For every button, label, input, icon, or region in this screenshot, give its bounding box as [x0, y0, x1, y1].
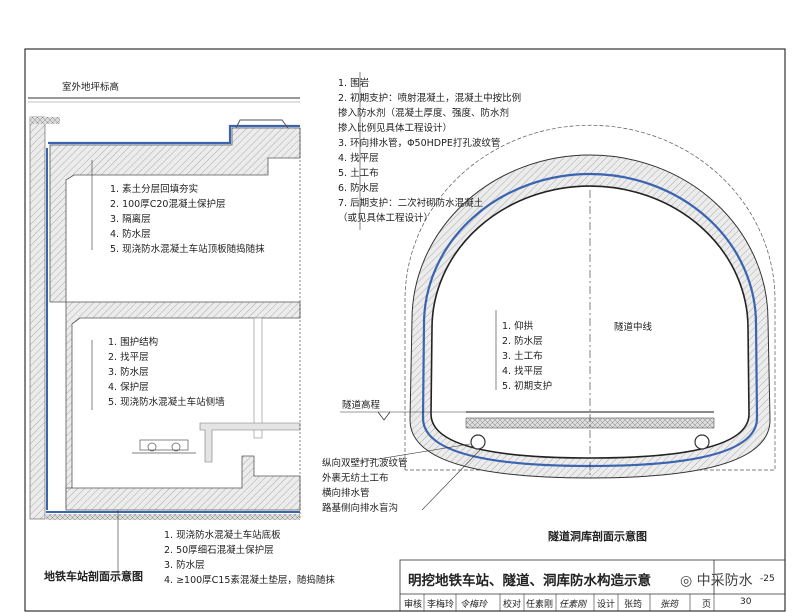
tb-signature: 任素刚: [559, 600, 587, 610]
drain-label: 外裹无纺土工布: [322, 473, 389, 484]
centerline-label: 隧道中线: [614, 322, 653, 333]
lining-layer: 3. 环向排水管，Φ50HDPE打孔波纹管: [338, 138, 501, 149]
tb-cell: 审核: [404, 600, 423, 610]
invert-layer: 3. 土工布: [502, 351, 543, 362]
drawing-code: -25: [760, 574, 775, 584]
invert-layer: 2. 防水层: [502, 336, 543, 347]
watermark: ◎ 中采防水: [680, 570, 753, 590]
lining-layer: 5. 土工布: [338, 168, 379, 179]
roof-layer: 5. 现浇防水混凝土车站顶板随捣随抹: [110, 244, 265, 255]
roof-layer: 2. 100厚C20混凝土保护层: [110, 199, 226, 210]
invert-layer: 5. 初期支护: [502, 381, 553, 392]
roof-layer: 3. 隔离层: [110, 214, 151, 225]
wall-layer: 3. 防水层: [108, 367, 149, 378]
lining-layer: 6. 防水层: [338, 183, 379, 194]
lining-layer: 7. 后期支护：二次衬砌防水混凝土: [338, 198, 484, 209]
lining-layer: 1. 围岩: [338, 78, 370, 89]
roof-layer-list: 1. 素土分层回填夯实 2. 100厚C20混凝土保护层 3. 隔离层 4. 防…: [110, 182, 265, 257]
tb-cell: 页: [702, 600, 712, 610]
page-number: 30: [740, 597, 752, 607]
drain-label: 横向排水管: [322, 488, 370, 499]
elevation-label: 隧道高程: [342, 400, 381, 411]
wall-layer: 2. 找平层: [108, 352, 149, 363]
floor-layer: 3. 防水层: [164, 560, 205, 571]
tb-signature: 令梅玲: [460, 600, 488, 610]
wechat-icon: ◎: [680, 573, 693, 589]
invert-layer: 4. 找平层: [502, 366, 543, 377]
station-caption: 地铁车站剖面示意图: [44, 570, 143, 583]
tb-cell: 设计: [597, 600, 616, 610]
lining-layer: 掺入比例见具体工程设计）: [338, 123, 453, 134]
station-roof: [49, 127, 301, 303]
invert-layer: 1. 仰拱: [502, 321, 534, 332]
lining-layer: 2. 初期支护：喷射混凝土，混凝土中按比例: [338, 93, 522, 104]
lining-layer: 掺入防水剂（混凝土厚度、强度、防水剂: [338, 108, 510, 119]
floor-layer: 1. 现浇防水混凝土车站底板: [164, 530, 281, 541]
watermark-text: 中采防水: [696, 573, 753, 589]
floor-layer: 4. ≥100厚C15素混凝土垫层，随捣随抹: [164, 575, 335, 586]
floor-layer: 2. 50厚细石混凝土保护层: [164, 545, 274, 556]
tb-cell: 李梅玲: [427, 600, 455, 610]
tunnel-section: [340, 72, 776, 511]
floor-layer-list: 1. 现浇防水混凝土车站底板 2. 50厚细石混凝土保护层 3. 防水层 4. …: [164, 528, 335, 588]
tb-cell: 任素刚: [526, 600, 554, 610]
tb-signature: 张筠: [660, 600, 679, 610]
drain-label: 纵向双壁打孔波纹管: [322, 458, 408, 469]
drain-label-list: 纵向双壁打孔波纹管 外裹无纺土工布 横向排水管 路基侧向排水盲沟: [322, 456, 408, 516]
wall-layer: 5. 现浇防水混凝土车站侧墙: [108, 397, 225, 408]
roof-layer: 1. 素土分层回填夯实: [110, 184, 199, 195]
roof-layer: 4. 防水层: [110, 229, 151, 240]
tb-cell: 张筠: [624, 600, 643, 610]
lining-layer-list: 1. 围岩 2. 初期支护：喷射混凝土，混凝土中按比例 掺入防水剂（混凝土厚度、…: [338, 76, 521, 226]
drawing-title: 明挖地铁车站、隧道、洞库防水构造示意: [408, 573, 651, 589]
title-block: [399, 559, 786, 612]
wall-layer-list: 1. 围护结构 2. 找平层 3. 防水层 4. 保护层 5. 现浇防水混凝土车…: [108, 335, 225, 410]
invert-layer-list: 1. 仰拱 2. 防水层 3. 土工布 4. 找平层 5. 初期支护: [502, 319, 552, 394]
station-section: [28, 97, 301, 580]
lining-layer: 4. 找平层: [338, 153, 379, 164]
lining-layer: （或见具体工程设计）: [338, 213, 434, 224]
ground-label: 室外地坪标高: [62, 82, 120, 93]
station-floor: [65, 455, 301, 511]
wall-layer: 4. 保护层: [108, 382, 149, 393]
tunnel-caption: 隧道洞库剖面示意图: [548, 530, 647, 543]
tb-cell: 校对: [503, 600, 522, 610]
drain-label: 路基侧向排水盲沟: [322, 503, 399, 514]
wall-layer: 1. 围护结构: [108, 337, 159, 348]
